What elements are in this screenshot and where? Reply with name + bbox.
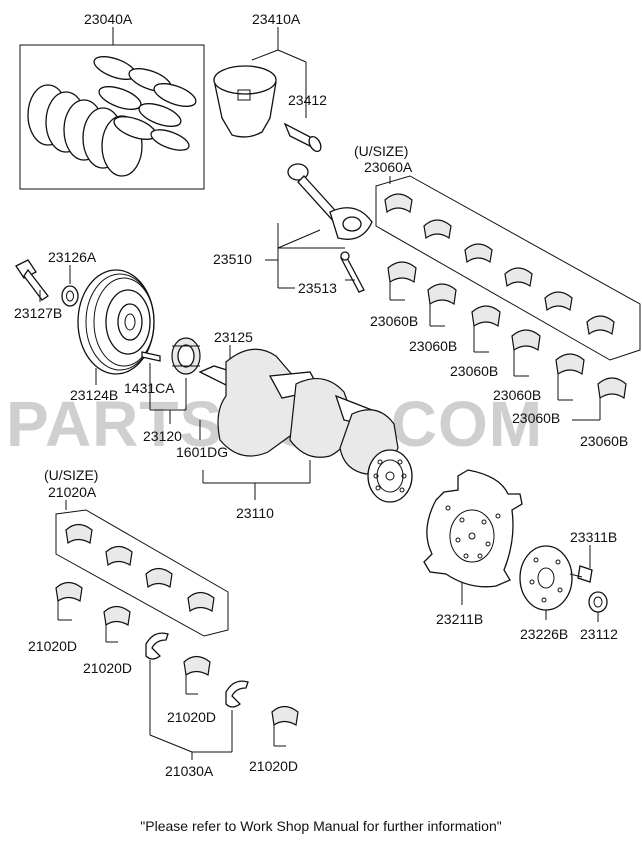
con-rod-bearing-21020D-1[interactable] [55, 581, 83, 621]
pulley-washer[interactable] [61, 285, 79, 307]
thrust-washer-2[interactable] [225, 680, 249, 752]
label-23060B-1: 23060B [370, 313, 418, 329]
label-23060B-5: 23060B [512, 410, 560, 426]
label-23040A: 23040A [84, 11, 133, 27]
connecting-rod-bolt[interactable] [340, 251, 365, 293]
label-23060B-3: 23060B [450, 363, 498, 379]
label-23120: 23120 [143, 428, 182, 444]
main-bearing-23060B-2[interactable] [427, 283, 457, 327]
connecting-rod[interactable] [287, 163, 373, 240]
con-rod-bearing-21020D-3[interactable] [183, 655, 211, 695]
damper-pulley[interactable] [77, 269, 155, 375]
label-23226B: 23226B [520, 626, 568, 642]
label-23125: 23125 [214, 329, 253, 345]
footer-note: "Please refer to Work Shop Manual for fu… [140, 818, 501, 834]
crankshaft[interactable] [198, 348, 413, 503]
piston-ring-set[interactable] [19, 27, 205, 190]
woodruff-key[interactable] [141, 351, 161, 362]
con-rod-bearing-21020D-2[interactable] [103, 605, 131, 643]
pilot-bushing[interactable] [588, 591, 608, 613]
label-21020D-4: 21020D [249, 758, 298, 774]
flywheel-bolt[interactable] [569, 565, 593, 583]
label-23126A: 23126A [48, 249, 97, 265]
label-21020D-2: 21020D [83, 660, 132, 676]
label-23110: 23110 [236, 505, 274, 521]
main-bearing-set-usize[interactable] [375, 175, 641, 361]
label-23060B-4: 23060B [493, 387, 541, 403]
label-1601DG: 1601DG [176, 444, 228, 460]
label-21020A: 21020A [48, 484, 97, 500]
main-bearing-23060B-1[interactable] [387, 261, 417, 301]
label-23410A: 23410A [252, 11, 301, 27]
main-bearing-23060B-3[interactable] [471, 305, 501, 353]
label-23412: 23412 [288, 92, 327, 108]
thrust-washer-1[interactable] [145, 632, 169, 735]
main-bearing-23060B-5[interactable] [555, 353, 585, 401]
label-23060B-6: 23060B [580, 433, 628, 449]
label-23127B: 23127B [14, 305, 62, 321]
main-bearing-23060B-4[interactable] [511, 329, 541, 377]
label-21020D-1: 21020D [28, 638, 77, 654]
piston[interactable] [213, 65, 277, 138]
label-21030A: 21030A [165, 763, 214, 779]
label-23513: 23513 [298, 280, 337, 296]
main-bearing-23060B-6[interactable] [572, 377, 627, 421]
pulley-bolt[interactable] [15, 259, 49, 301]
drive-plate[interactable] [423, 469, 523, 588]
piston-pin[interactable] [283, 122, 323, 153]
label-21020D-3: 21020D [167, 709, 216, 725]
label-23510: 23510 [213, 251, 252, 267]
label-23112: 23112 [580, 626, 618, 642]
usize-label-left: (U/SIZE) [44, 467, 98, 483]
label-1431CA: 1431CA [124, 380, 175, 396]
label-23311B: 23311B [570, 529, 617, 545]
crankshaft-sprocket[interactable] [171, 337, 201, 375]
label-23124B: 23124B [70, 387, 118, 403]
adapter-plate[interactable] [519, 545, 573, 611]
usize-label-top: (U/SIZE) [354, 143, 408, 159]
label-23060B-2: 23060B [409, 338, 457, 354]
label-23211B: 23211B [436, 611, 483, 627]
con-rod-bearing-set-usize[interactable] [55, 509, 229, 637]
label-23060A: 23060A [364, 159, 413, 175]
con-rod-bearing-21020D-4[interactable] [271, 705, 299, 747]
